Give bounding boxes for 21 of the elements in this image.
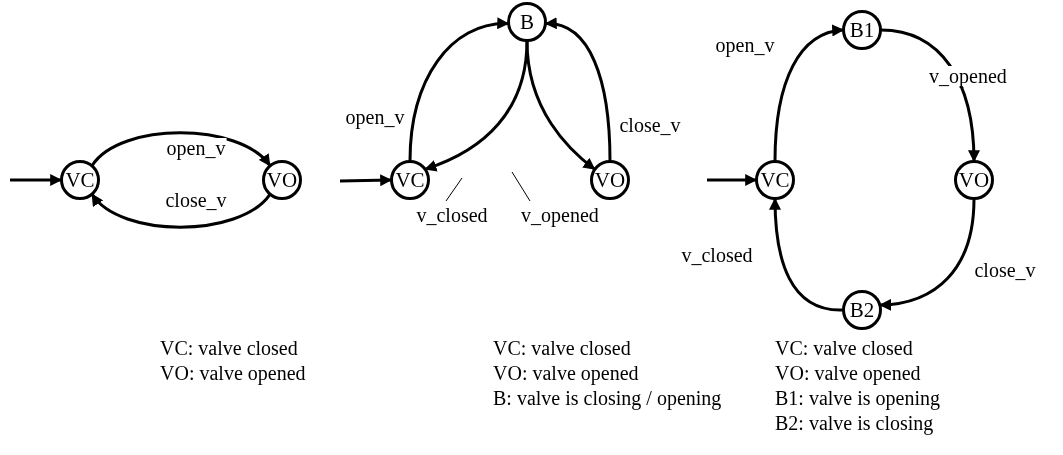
legend-text: VO: valve opened: [775, 363, 921, 383]
arrow: [91, 193, 271, 229]
legend-text: VC: valve closed: [160, 338, 298, 358]
arrow: [91, 131, 271, 167]
edge-label: close_v: [164, 190, 228, 210]
legend-text: VO: valve opened: [493, 363, 639, 383]
legend-text: B: valve is closing / opening: [493, 388, 722, 408]
edge-label: v_opened: [520, 205, 600, 225]
legend-text: B1: valve is opening: [775, 388, 940, 408]
edge-label: close_v: [973, 260, 1037, 280]
legend-text: B2: valve is closing: [775, 413, 934, 433]
edge-label: v_closed: [680, 245, 754, 265]
edge-label: v_opened: [928, 66, 1008, 86]
edge-label: close_v: [618, 115, 682, 135]
arrow: [424, 40, 529, 172]
legend-text: VO: valve opened: [160, 363, 306, 383]
arrow: [525, 40, 596, 171]
edge-label: open_v: [165, 138, 227, 158]
legend-text: VC: valve closed: [493, 338, 631, 358]
legend-text: VC: valve closed: [775, 338, 913, 358]
edge-label: v_closed: [415, 205, 489, 225]
